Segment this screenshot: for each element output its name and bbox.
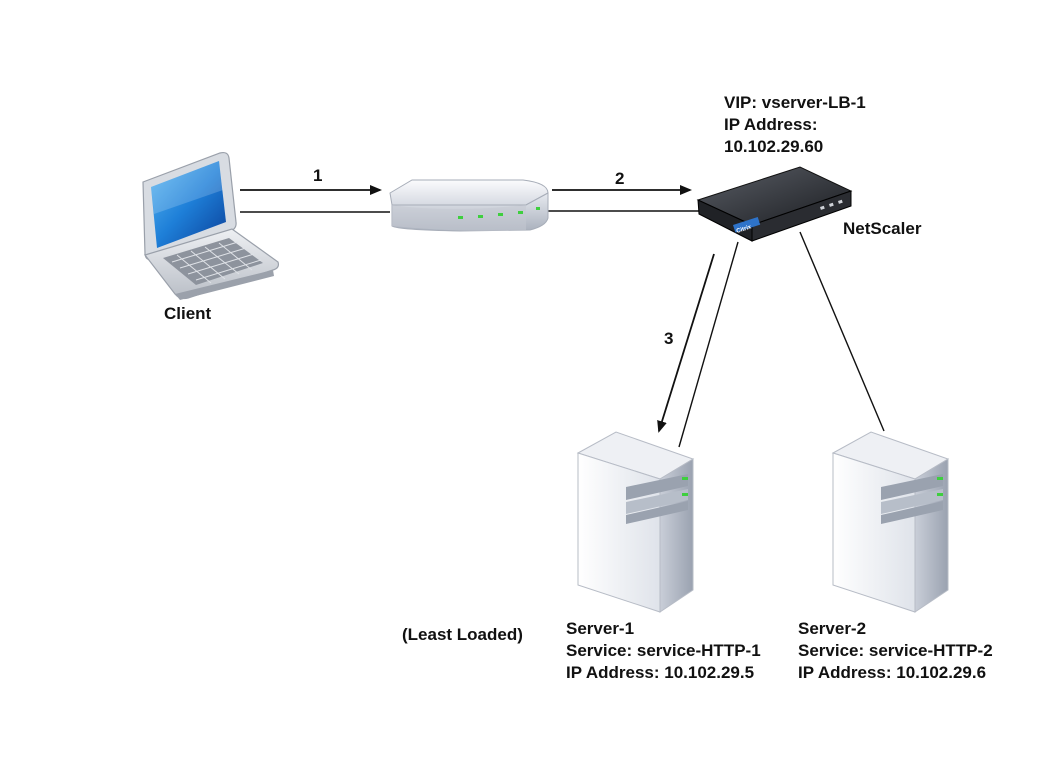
switch-icon: [389, 179, 549, 232]
server-2-icon: [831, 431, 950, 613]
netscaler-to-server2-line: [799, 231, 885, 432]
server-2-name: Server-2: [798, 619, 867, 638]
server-1-service: Service: service-HTTP-1: [566, 641, 761, 660]
vip-ip-line-2: 10.102.29.60: [724, 137, 824, 156]
netscaler-vip-block: VIP: vserver-LB-1 IP Address: 10.102.29.…: [724, 92, 866, 158]
vip-line: VIP: vserver-LB-1: [724, 93, 866, 112]
step-3-label: 3: [664, 329, 674, 348]
server-1-name: Server-1: [566, 619, 635, 638]
flow-arrows: [240, 185, 715, 433]
netscaler-brand-text: Citrix: [736, 224, 753, 235]
server-2-ip: IP Address: 10.102.29.6: [798, 663, 987, 682]
server-1-ip: IP Address: 10.102.29.5: [566, 663, 755, 682]
server-2-info: Server-2 Service: service-HTTP-2 IP Addr…: [798, 618, 993, 684]
step-2-label: 2: [615, 169, 625, 188]
server-1-info: Server-1 Service: service-HTTP-1 IP Addr…: [566, 618, 761, 684]
server-1-icon: [576, 431, 695, 613]
netscaler-label: NetScaler: [843, 219, 922, 238]
vip-ip-line-1: IP Address:: [724, 115, 818, 134]
arrow-step-3: [657, 253, 715, 433]
least-loaded-note: (Least Loaded): [402, 625, 523, 644]
client-label: Client: [164, 304, 212, 323]
laptop-icon: [142, 151, 280, 300]
step-1-label: 1: [313, 166, 323, 185]
connection-lines: [240, 210, 885, 448]
netscaler-to-server1-line: [678, 241, 739, 448]
server-2-service: Service: service-HTTP-2: [798, 641, 993, 660]
netscaler-appliance-icon: [696, 166, 853, 242]
